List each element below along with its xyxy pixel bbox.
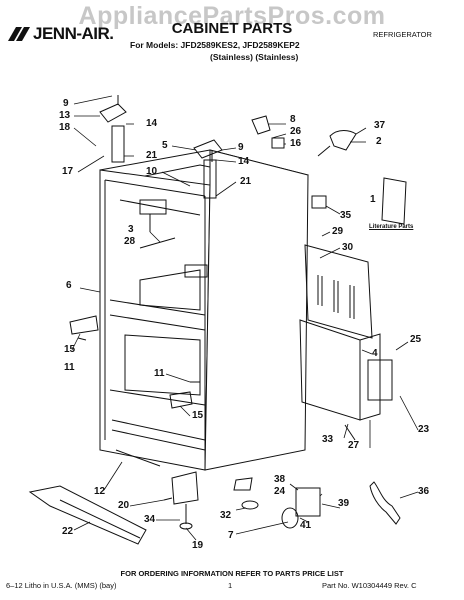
callout-11b: 11 bbox=[154, 368, 165, 379]
callout-20: 20 bbox=[118, 500, 130, 511]
bottom-parts bbox=[28, 449, 401, 545]
callout-1: 1 bbox=[370, 194, 376, 205]
callout-22: 22 bbox=[62, 526, 74, 537]
callout-16: 16 bbox=[290, 138, 302, 149]
callout-26: 26 bbox=[290, 126, 302, 137]
callout-8: 8 bbox=[290, 114, 296, 125]
callout-27: 27 bbox=[348, 440, 360, 451]
callout-15: 15 bbox=[64, 344, 76, 355]
callout-36: 36 bbox=[418, 486, 430, 497]
callout-10: 10 bbox=[146, 166, 158, 177]
callout-4: 4 bbox=[372, 348, 378, 359]
part-number: Part No. W10304449 Rev. C bbox=[322, 581, 417, 590]
callout-34: 34 bbox=[144, 514, 156, 525]
callout-37: 37 bbox=[374, 120, 386, 131]
machine-compartment bbox=[299, 319, 393, 441]
callout-9: 9 bbox=[63, 98, 69, 109]
brand-name: JENN-AIR. bbox=[33, 24, 114, 43]
callout-12: 12 bbox=[94, 486, 106, 497]
callout-35: 35 bbox=[340, 210, 352, 221]
top-right-parts bbox=[251, 115, 407, 225]
ordering-note: FOR ORDERING INFORMATION REFER TO PARTS … bbox=[120, 569, 344, 578]
page-title: CABINET PARTS bbox=[171, 20, 293, 37]
print-info: 6–12 Litho in U.S.A. (MMS) (bay) bbox=[6, 581, 117, 590]
callout-28: 28 bbox=[124, 236, 136, 247]
callout-23: 23 bbox=[418, 424, 430, 435]
callout-41: 41 bbox=[300, 520, 312, 531]
callout-15b: 15 bbox=[192, 410, 204, 421]
literature-parts-label: Literature Parts bbox=[369, 224, 414, 230]
top-hinge-left bbox=[99, 95, 127, 163]
callout-3: 3 bbox=[128, 224, 134, 235]
rear-vent-panel bbox=[304, 244, 373, 339]
callout-38: 38 bbox=[274, 474, 286, 485]
callout-21b: 21 bbox=[240, 176, 252, 187]
callout-13: 13 bbox=[59, 110, 71, 121]
category-label: REFRIGERATOR bbox=[373, 30, 432, 39]
callout-7: 7 bbox=[228, 530, 234, 541]
callout-21: 21 bbox=[146, 150, 158, 161]
callout-17: 17 bbox=[62, 166, 74, 177]
leader-lines bbox=[71, 95, 419, 541]
callout-11: 11 bbox=[64, 362, 75, 373]
callout-25: 25 bbox=[410, 334, 422, 345]
callout-6: 6 bbox=[66, 280, 72, 291]
callout-30: 30 bbox=[342, 242, 354, 253]
cabinet-outline bbox=[99, 149, 309, 471]
callout-14b: 14 bbox=[238, 156, 250, 167]
callout-9b: 9 bbox=[238, 142, 244, 153]
logo-mark-icon bbox=[8, 27, 30, 41]
callout-32: 32 bbox=[220, 510, 232, 521]
callout-2: 2 bbox=[376, 136, 382, 147]
callout-29: 29 bbox=[332, 226, 344, 237]
callout-19: 19 bbox=[192, 540, 204, 551]
watermark: AppliancePartsPros.com bbox=[78, 2, 386, 30]
page-number: 1 bbox=[228, 581, 233, 590]
interior-parts bbox=[69, 199, 208, 409]
callout-18: 18 bbox=[59, 122, 71, 133]
callout-33: 33 bbox=[322, 434, 334, 445]
callout-14: 14 bbox=[146, 118, 158, 129]
models-finish: (Stainless) (Stainless) bbox=[210, 52, 299, 62]
callout-24: 24 bbox=[274, 486, 286, 497]
models-line: For Models: JFD2589KES2, JFD2589KEP2 bbox=[130, 40, 300, 50]
brand-logo: JENN-AIR. bbox=[8, 24, 114, 44]
callout-5: 5 bbox=[162, 140, 168, 151]
callout-39: 39 bbox=[338, 498, 350, 509]
